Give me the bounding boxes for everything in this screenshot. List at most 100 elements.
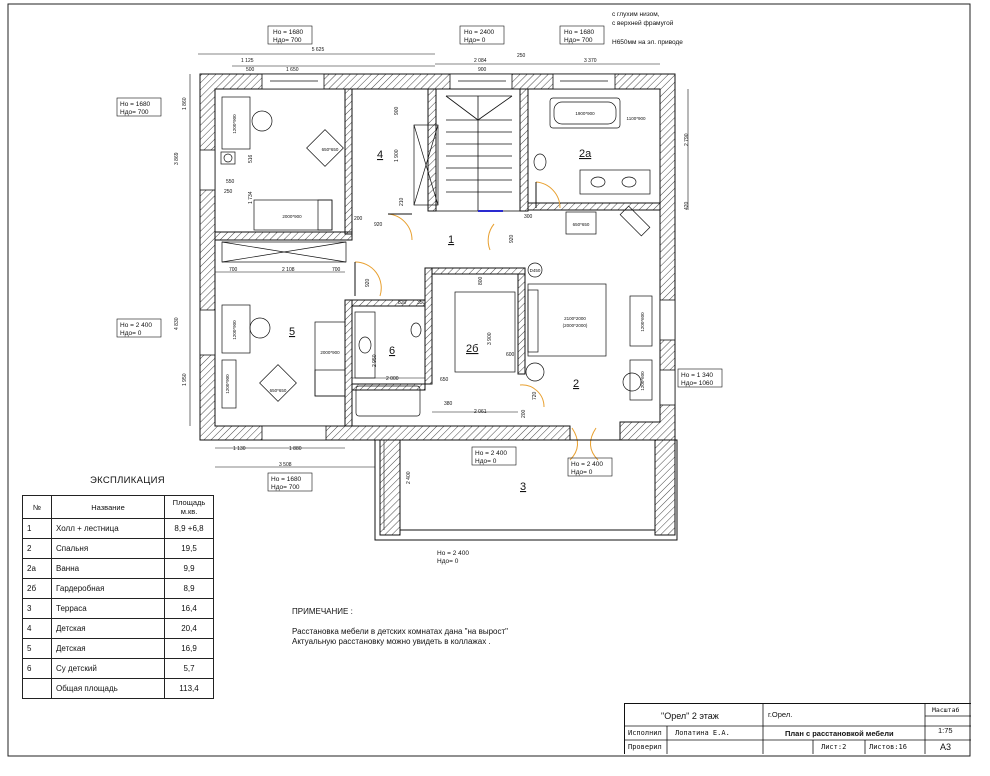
furniture-desk5: 1200*900: [232, 320, 237, 340]
svg-text:Но = 1680: Но = 1680: [273, 29, 304, 36]
svg-text:200: 200: [354, 216, 363, 222]
svg-text:1 950: 1 950: [182, 373, 188, 386]
svg-text:Но = 2 400: Но = 2 400: [120, 322, 152, 329]
svg-text:Ндо= 700: Ндо= 700: [273, 37, 302, 44]
svg-text:2 061: 2 061: [474, 409, 487, 415]
sheet-number: Лист:2: [821, 743, 847, 751]
svg-text:Но = 2400: Но = 2400: [464, 29, 495, 36]
col-name: Название: [51, 495, 165, 519]
svg-text:2 000: 2 000: [386, 376, 399, 382]
svg-text:Ндо= 0: Ндо= 0: [475, 458, 497, 465]
furniture-room-4: [220, 96, 344, 231]
svg-text:Но = 2 400: Но = 2 400: [475, 450, 507, 457]
wardrobes: [221, 124, 516, 373]
room-2a: 2а: [579, 148, 592, 160]
city: г.Орел.: [768, 710, 793, 719]
note-title: ПРИМЕЧАНИЕ :: [292, 607, 353, 616]
scale-value: 1:75: [938, 726, 953, 735]
svg-text:250: 250: [517, 53, 526, 59]
furniture-desk2: 1200*600: [640, 312, 645, 332]
executor-name: Лопатина Е.А.: [675, 729, 730, 737]
room-2: 2: [573, 378, 579, 390]
furniture-d450: D450: [530, 268, 541, 273]
room-numbers: 1 2 2а 2б 3 4 5 6: [289, 148, 592, 493]
svg-text:Но = 2 400: Но = 2 400: [437, 550, 469, 557]
svg-text:700: 700: [229, 267, 238, 273]
svg-text:4 830: 4 830: [174, 317, 180, 330]
svg-text:820: 820: [398, 300, 407, 306]
door-leaves: [354, 182, 537, 296]
svg-text:Ндо= 700: Ндо= 700: [120, 109, 149, 116]
staircase: [435, 88, 521, 212]
svg-text:Ндо= 700: Ндо= 700: [271, 484, 300, 491]
svg-text:Ндо= 700: Ндо= 700: [564, 37, 593, 44]
svg-text:с глухим низом,: с глухим низом,: [612, 11, 660, 18]
title-block: "Орел" 2 этаж г.Орел. Масштаб 1:75 Испол…: [624, 703, 971, 754]
interior-walls: [214, 88, 661, 427]
svg-text:Но = 2 400: Но = 2 400: [571, 461, 603, 468]
svg-text:920: 920: [365, 278, 371, 287]
svg-text:900: 900: [478, 67, 487, 73]
scale-label: Масштаб: [932, 706, 960, 714]
svg-text:2 108: 2 108: [282, 267, 295, 273]
svg-text:Н650мм на эл. приводе: Н650мм на эл. приводе: [612, 39, 683, 46]
svg-text:Но = 1680: Но = 1680: [564, 29, 595, 36]
svg-text:650: 650: [440, 377, 449, 383]
furniture-bed5: 2000*900: [320, 350, 340, 355]
svg-text:с верхней фрамугой: с верхней фрамугой: [612, 19, 674, 27]
checked-label: Проверил: [628, 743, 662, 751]
svg-text:200: 200: [521, 409, 527, 418]
room-2b: 2б: [466, 343, 478, 355]
svg-text:300: 300: [524, 214, 533, 220]
svg-text:3 508: 3 508: [279, 462, 292, 468]
room-1: 1: [448, 234, 454, 246]
svg-text:1 734: 1 734: [248, 191, 254, 204]
project-name: "Орел" 2 этаж: [661, 711, 719, 721]
furniture-ch4: 650*650: [322, 147, 339, 152]
svg-text:3 869: 3 869: [174, 152, 180, 165]
col-num: №: [22, 495, 52, 519]
svg-text:600: 600: [506, 352, 515, 358]
furniture-desk2b: 1200*600: [640, 371, 645, 391]
svg-text:500: 500: [246, 67, 255, 73]
svg-text:3 900: 3 900: [487, 332, 493, 345]
svg-text:920: 920: [509, 234, 515, 243]
svg-text:Но = 1680: Но = 1680: [271, 476, 302, 483]
svg-text:Ндо= 0: Ндо= 0: [120, 330, 142, 337]
svg-text:1 880: 1 880: [289, 446, 302, 452]
svg-text:5 625: 5 625: [312, 47, 325, 53]
furniture-room-2: [525, 262, 653, 401]
svg-text:1 900: 1 900: [394, 149, 400, 162]
note-line: Актуальную расстановку можно увидеть в к…: [292, 637, 491, 646]
svg-text:420: 420: [684, 201, 690, 210]
sheet-title: План с расстановкой мебели: [785, 729, 894, 738]
furniture-shower2a: 1100*900: [627, 116, 646, 121]
room-5: 5: [289, 326, 295, 338]
svg-text:Ндо= 0: Ндо= 0: [437, 558, 459, 565]
furniture-ch5: 650*650: [270, 388, 287, 393]
room-6: 6: [389, 345, 395, 357]
svg-text:Ндо= 1060: Ндо= 1060: [681, 380, 714, 387]
furniture-desk5b: 1200*900: [225, 374, 230, 394]
svg-text:Ндо= 0: Ндо= 0: [464, 37, 486, 44]
sheet-frame: [7, 3, 971, 757]
svg-text:Ндо= 0: Ндо= 0: [571, 469, 593, 476]
furniture-room-2a: [533, 97, 651, 237]
svg-text:900: 900: [394, 106, 400, 115]
dimension-lines: [189, 53, 689, 530]
svg-text:2 790: 2 790: [684, 133, 690, 146]
svg-text:350: 350: [417, 300, 426, 306]
svg-text:1 860: 1 860: [182, 97, 188, 110]
doors: [354, 181, 599, 461]
furniture-room-5: [221, 304, 346, 409]
svg-text:210: 210: [399, 197, 405, 206]
svg-text:800: 800: [478, 276, 484, 285]
room-3: 3: [520, 481, 526, 493]
col-area: Площадь м.кв.: [164, 495, 214, 519]
svg-text:720: 720: [532, 391, 538, 400]
executor-label: Исполнил: [628, 729, 662, 737]
